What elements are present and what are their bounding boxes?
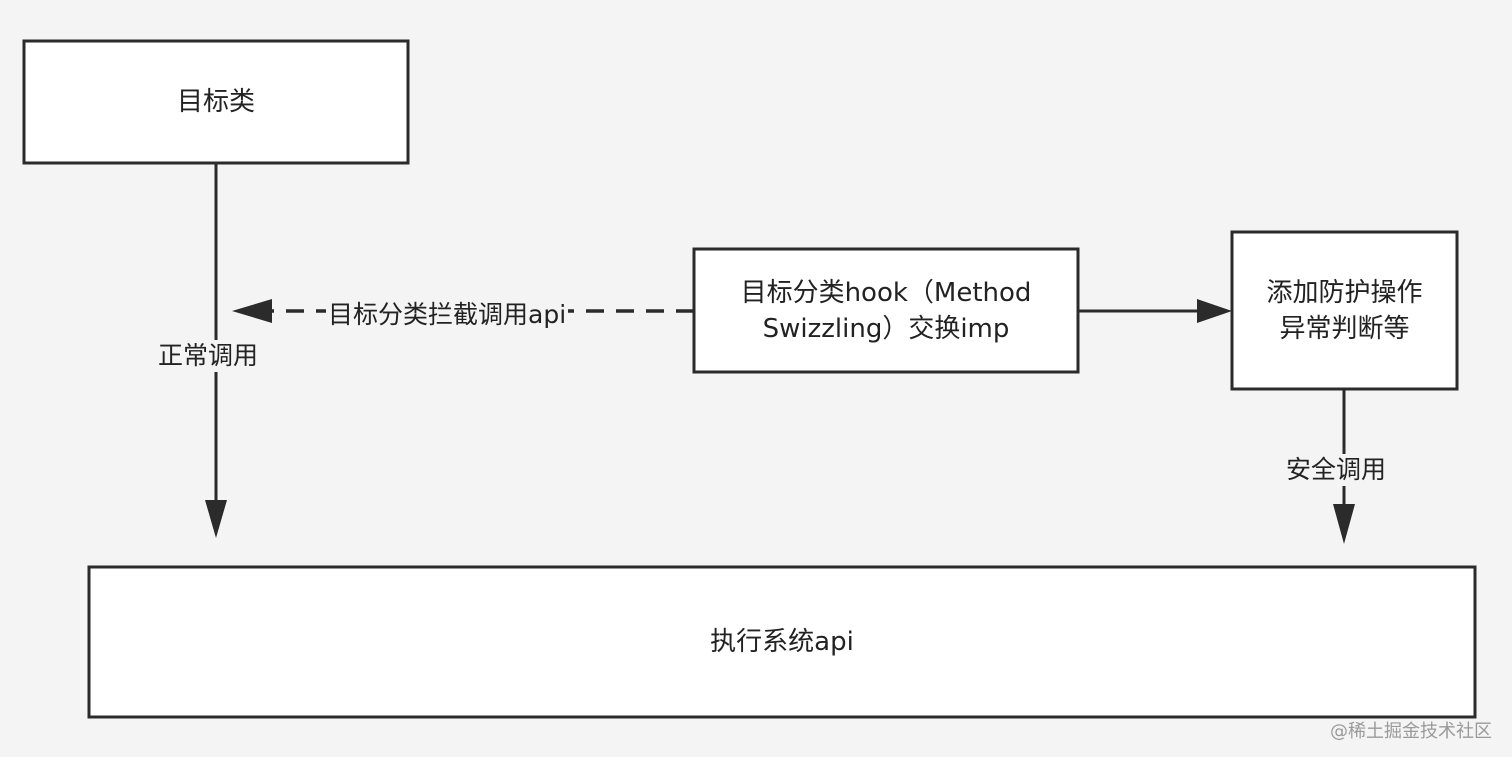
category-hook-text-line2: Swizzling）交换imp xyxy=(762,313,1010,344)
normal-call-label: 正常调用 xyxy=(156,340,261,372)
target-class-box xyxy=(22,39,410,165)
system-api-text: 执行系统api xyxy=(710,627,854,657)
protection-text-line1: 添加防护操作 xyxy=(1266,277,1423,308)
protection-text-line2: 异常判断等 xyxy=(1279,313,1410,344)
hook-to-protection-arrowhead xyxy=(1197,299,1232,323)
intercept-arrowhead xyxy=(232,299,272,323)
normal-call-arrowhead xyxy=(205,500,227,538)
system-api-box xyxy=(87,565,1477,719)
safe-call-label: 安全调用 xyxy=(1284,454,1389,486)
watermark: @稀土掘金技术社区 xyxy=(1330,721,1492,742)
target-class-label: 目标类 xyxy=(24,41,408,163)
category-hook-label: 目标分类hook（Method Swizzling）交换imp xyxy=(694,249,1078,372)
protection-box xyxy=(1230,230,1459,391)
system-api-label: 执行系统api xyxy=(89,567,1475,717)
target-class-text: 目标类 xyxy=(176,87,255,117)
category-hook-box xyxy=(692,247,1080,374)
category-hook-text-line1: 目标分类hook（Method xyxy=(740,277,1032,308)
protection-label: 添加防护操作 异常判断等 xyxy=(1232,232,1457,389)
intercept-call-label: 目标分类拦截调用api xyxy=(326,299,569,331)
safe-call-arrowhead xyxy=(1333,504,1355,544)
